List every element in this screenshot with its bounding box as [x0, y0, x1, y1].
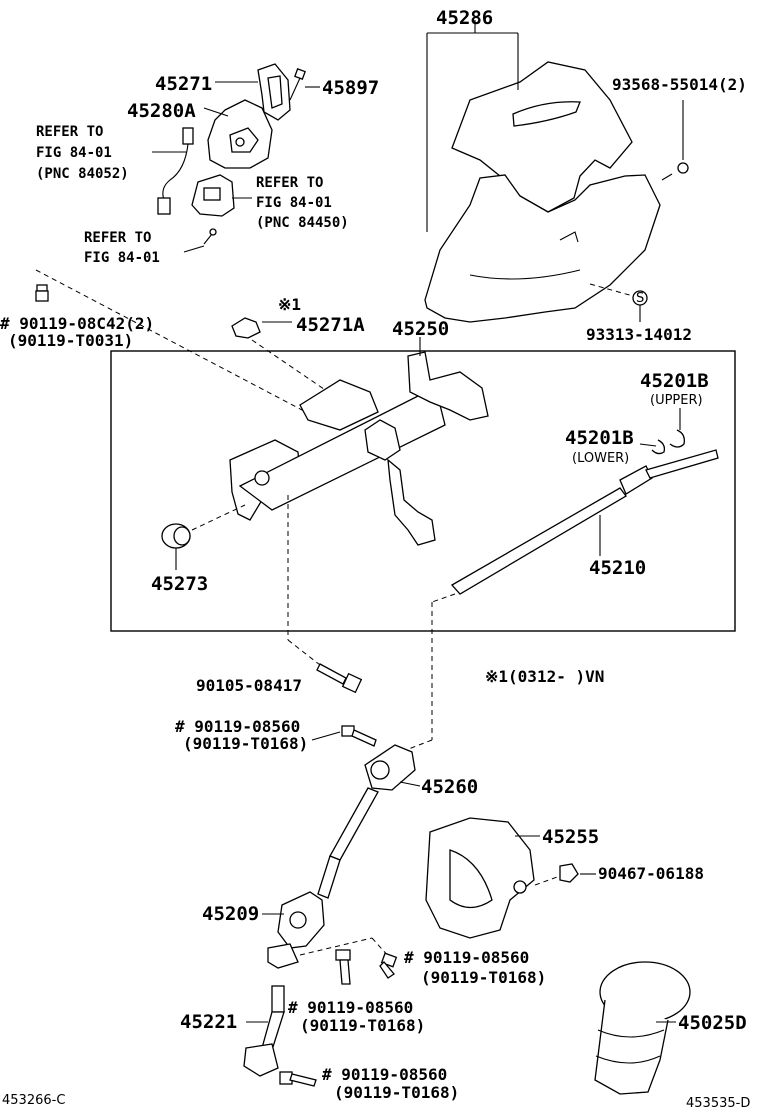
clip-93313[interactable]: S [632, 290, 648, 306]
label-90105: 90105-08417 [196, 676, 302, 695]
label-90467: 90467-06188 [598, 864, 704, 883]
column-assembly-frame [110, 350, 736, 632]
label-90119-08560-d: # 90119-08560 [322, 1065, 447, 1084]
column-cover-upper[interactable] [424, 61, 661, 323]
screw-90467-06188[interactable] [559, 863, 579, 883]
snap-ring-45201B-lower[interactable] [651, 439, 666, 455]
note-vn: ※1(0312- )VN [485, 667, 604, 686]
label-90119-08C42: # 90119-08C42(2) [0, 314, 154, 333]
bolt-45897[interactable] [289, 68, 306, 101]
refer1-line3: (PNC 84052) [36, 166, 129, 182]
label-45280A: 45280A [127, 100, 196, 122]
label-45250: 45250 [392, 318, 449, 340]
label-45271A: 45271A [296, 314, 365, 336]
refer2-line3: (PNC 84450) [256, 215, 349, 231]
code-left: 453266-C [2, 1093, 65, 1108]
label-90119-T0168-d: (90119-T0168) [334, 1083, 459, 1102]
bolt-90119-08560-a[interactable] [341, 725, 377, 747]
snap-ring-45201B-upper[interactable] [669, 429, 685, 448]
label-93568: 93568-55014(2) [612, 75, 747, 94]
label-45025D: 45025D [678, 1012, 747, 1034]
label-45897: 45897 [322, 77, 379, 99]
label-90119-08560-a: # 90119-08560 [175, 717, 300, 736]
svg-text:S: S [636, 291, 644, 306]
boot-bracket-45255[interactable] [425, 817, 535, 939]
intermediate-shaft-45260[interactable] [317, 744, 416, 899]
label-90119-08560-c: # 90119-08560 [288, 998, 413, 1017]
mark-1: ※1 [278, 295, 301, 314]
label-upper: (UPPER) [650, 393, 703, 408]
label-45201B-upper: 45201B [640, 370, 709, 392]
refer3-line1: REFER TO [84, 230, 151, 246]
label-45255: 45255 [542, 826, 599, 848]
refer2-line1: REFER TO [256, 175, 323, 191]
label-90119-T0168-b: (90119-T0168) [421, 968, 546, 987]
yoke-45221[interactable] [243, 985, 285, 1077]
refer1-line1: REFER TO [36, 124, 103, 140]
label-93313: 93313-14012 [586, 325, 692, 344]
bushing-45273[interactable] [161, 523, 191, 549]
label-45201B-lower: 45201B [565, 427, 634, 449]
label-lower: (LOWER) [572, 451, 629, 466]
code-right: 453535-D [686, 1096, 750, 1111]
bolt-90105-08417[interactable] [316, 663, 363, 694]
dust-boot-45025D[interactable] [594, 961, 691, 1095]
bolt-90119-08560-b[interactable] [379, 952, 398, 979]
housing-bracket-45271[interactable] [257, 63, 291, 121]
label-45221: 45221 [180, 1011, 237, 1033]
ignition-switch-84450[interactable] [191, 174, 235, 217]
label-45260: 45260 [421, 776, 478, 798]
label-90119-T0168-a: (90119-T0168) [183, 734, 308, 753]
main-shaft-45210[interactable] [450, 449, 719, 595]
refer2-line2: FIG 84-01 [256, 195, 332, 211]
label-45271: 45271 [155, 73, 212, 95]
label-45210: 45210 [589, 557, 646, 579]
label-45273: 45273 [151, 573, 208, 595]
clip-45271A[interactable] [231, 317, 261, 339]
steering-column-45250[interactable] [229, 351, 489, 546]
universal-joint-45209[interactable] [267, 891, 325, 969]
key-cylinder-housing-45280A[interactable] [207, 99, 273, 169]
screw-93568[interactable] [661, 162, 689, 181]
bolt-90119-08C42[interactable] [35, 284, 49, 302]
wire-harness-84052[interactable] [157, 127, 194, 215]
screw-refer3[interactable] [203, 228, 217, 245]
label-45209: 45209 [202, 903, 259, 925]
bolt-90119-08560-c[interactable] [335, 949, 351, 985]
label-90119-08560-b: # 90119-08560 [404, 948, 529, 967]
refer3-line2: FIG 84-01 [84, 250, 160, 266]
label-90119-T0168-c: (90119-T0168) [300, 1016, 425, 1035]
label-90119-T0031: (90119-T0031) [8, 331, 133, 350]
bolt-90119-08560-d[interactable] [279, 1071, 317, 1087]
refer1-line2: FIG 84-01 [36, 145, 112, 161]
label-45286: 45286 [436, 7, 493, 29]
